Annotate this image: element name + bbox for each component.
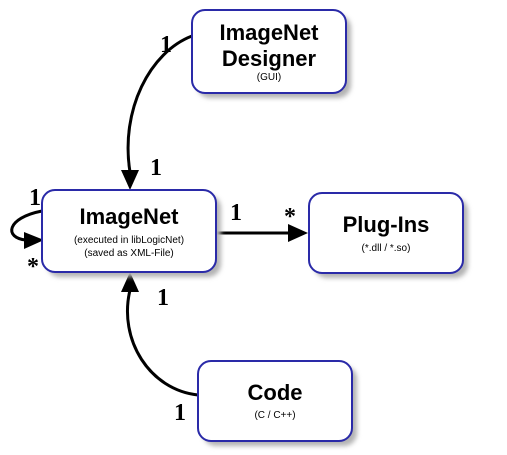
node-title: ImageNet xyxy=(79,204,179,229)
multiplicity-label: 1 xyxy=(230,200,242,226)
multiplicity-label: 1 xyxy=(157,285,169,311)
multiplicity-label: 1 xyxy=(174,400,186,426)
node-subtitle-line2: (saved as XML-File) xyxy=(84,248,173,259)
edge-imagenet-to-plugins xyxy=(216,224,308,242)
node-box xyxy=(197,360,353,442)
edge-code-to-imagenet xyxy=(121,272,199,397)
node-subtitle-line1: (executed in libLogicNet) xyxy=(74,235,184,246)
node-title: Plug-Ins xyxy=(343,212,430,237)
node-title: Code xyxy=(248,380,303,405)
node-subtitle: (GUI) xyxy=(257,72,281,83)
node-plug-ins: Plug-Ins (*.dll / *.so) xyxy=(308,192,468,278)
arrowhead-icon xyxy=(24,232,44,249)
edge-imagenet-self-loop xyxy=(10,209,44,249)
edge-line xyxy=(10,209,43,242)
arrowhead-icon xyxy=(121,170,139,190)
edge-line xyxy=(125,289,199,397)
edge-line xyxy=(126,34,193,173)
multiplicity-label: * xyxy=(284,204,296,230)
node-title-line1: ImageNet xyxy=(219,20,319,45)
multiplicity-label: 1 xyxy=(160,32,172,58)
node-imagenet: ImageNet (executed in libLogicNet) (save… xyxy=(41,189,221,277)
node-box xyxy=(308,192,464,274)
node-code: Code (C / C++) xyxy=(197,360,357,446)
arrowhead-icon xyxy=(121,272,139,292)
node-title-line2: Designer xyxy=(222,46,317,71)
multiplicity-label: * xyxy=(27,254,39,280)
multiplicity-label: 1 xyxy=(150,155,162,181)
node-imagenet-designer: ImageNet Designer (GUI) xyxy=(191,9,351,98)
node-subtitle: (*.dll / *.so) xyxy=(362,243,411,254)
multiplicity-label: 1 xyxy=(29,185,41,211)
node-box xyxy=(191,9,347,94)
edge-designer-to-imagenet xyxy=(121,34,193,190)
arrowhead-icon xyxy=(288,224,308,242)
node-box xyxy=(41,189,217,273)
node-subtitle: (C / C++) xyxy=(254,410,295,421)
